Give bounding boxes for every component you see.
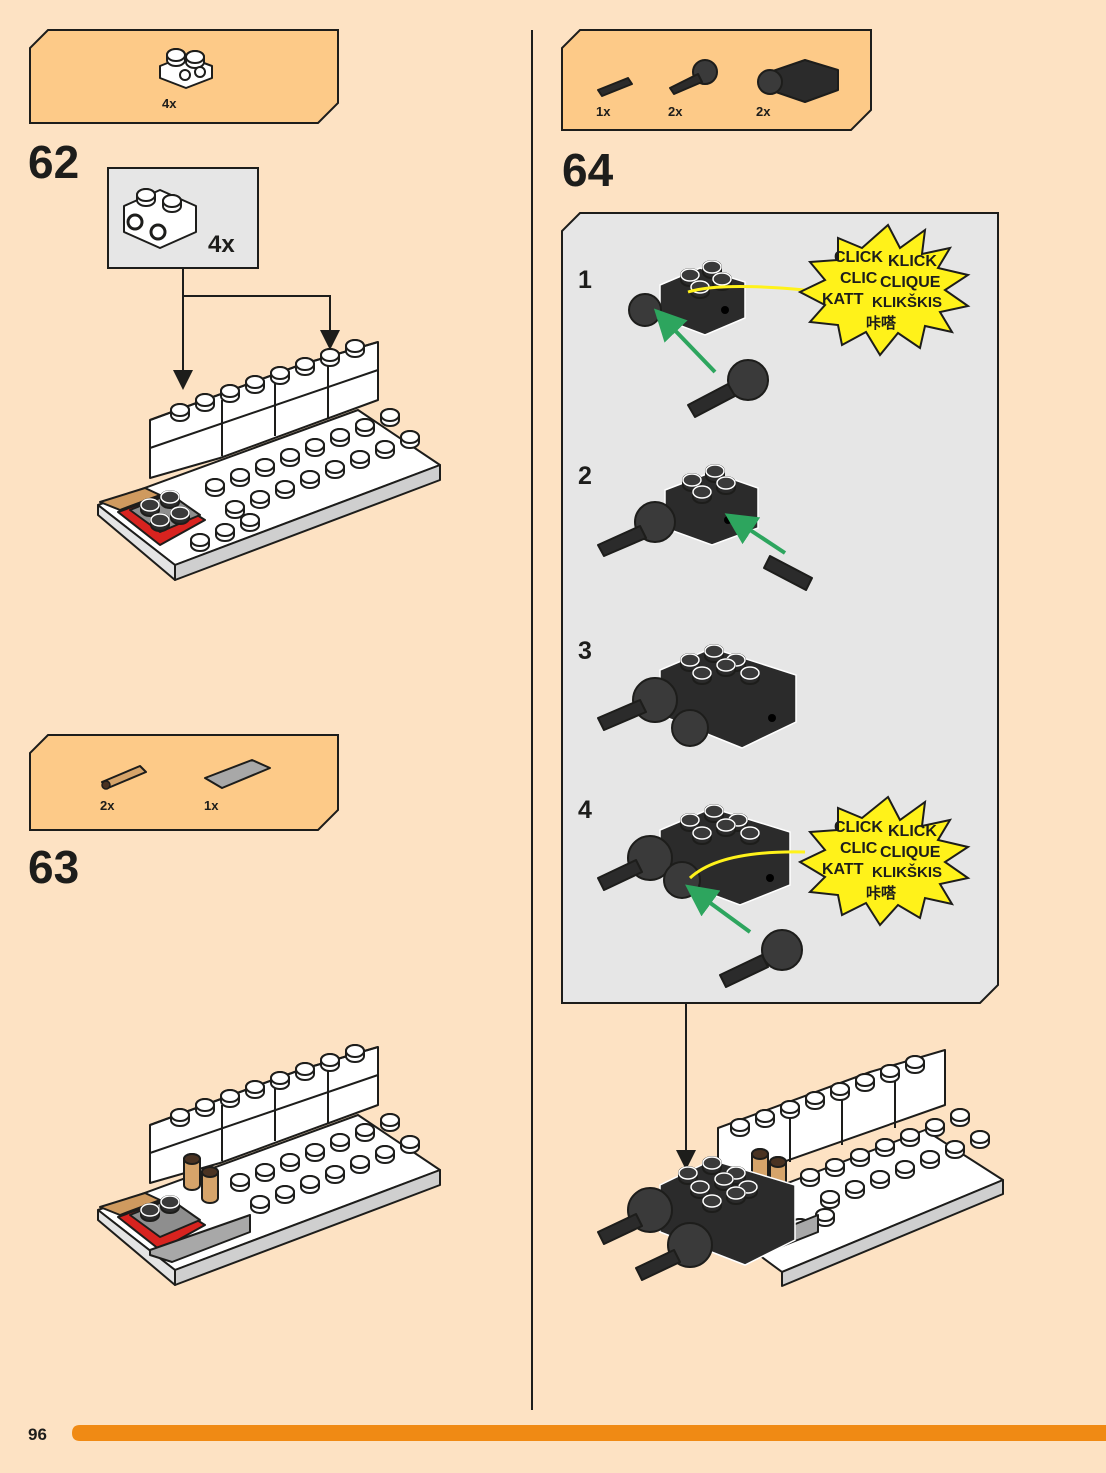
click-word: 咔嗒 (866, 885, 897, 902)
step-number: 62 (28, 136, 79, 188)
part-count: 2x (668, 104, 683, 119)
click-word: CLIQUE (880, 274, 941, 291)
callout-count: 4x (208, 231, 235, 258)
substep-number: 3 (578, 637, 592, 665)
step-number: 63 (28, 841, 79, 893)
model-step-62 (98, 340, 440, 580)
zoom-callout-step-62: 4x (108, 168, 258, 268)
model-step-64 (598, 1050, 1003, 1286)
part-count: 2x (756, 104, 771, 119)
model-step-63 (98, 1045, 440, 1285)
parts-callout-step-62: 4x (30, 30, 338, 123)
part-count: 4x (162, 96, 177, 111)
part-count: 1x (204, 798, 219, 813)
click-word: KLIKŠKIS (872, 863, 942, 881)
click-word: 咔嗒 (866, 315, 897, 332)
click-word: KATT (822, 861, 864, 878)
footer-bar (72, 1425, 1106, 1441)
click-word: KLIKŠKIS (872, 293, 942, 311)
page-number: 96 (28, 1425, 47, 1444)
click-word: KLICK (888, 253, 937, 270)
part-count: 2x (100, 798, 115, 813)
click-word: CLIQUE (880, 844, 941, 861)
substep-number: 1 (578, 266, 592, 294)
part-count: 1x (596, 104, 611, 119)
click-word: CLICK (834, 819, 883, 836)
step-number: 64 (562, 144, 614, 196)
substep-number: 2 (578, 462, 592, 490)
parts-callout-step-64: 1x 2x 2x (562, 30, 871, 130)
parts-callout-step-63: 2x 1x (30, 735, 338, 830)
click-word: CLIC (840, 840, 878, 857)
click-word: KLICK (888, 823, 937, 840)
click-word: CLIC (840, 270, 878, 287)
substeps-panel-step-64: 1 2 3 4 (562, 213, 998, 1003)
click-word: CLICK (834, 249, 883, 266)
click-word: KATT (822, 291, 864, 308)
substep-number: 4 (578, 796, 592, 824)
